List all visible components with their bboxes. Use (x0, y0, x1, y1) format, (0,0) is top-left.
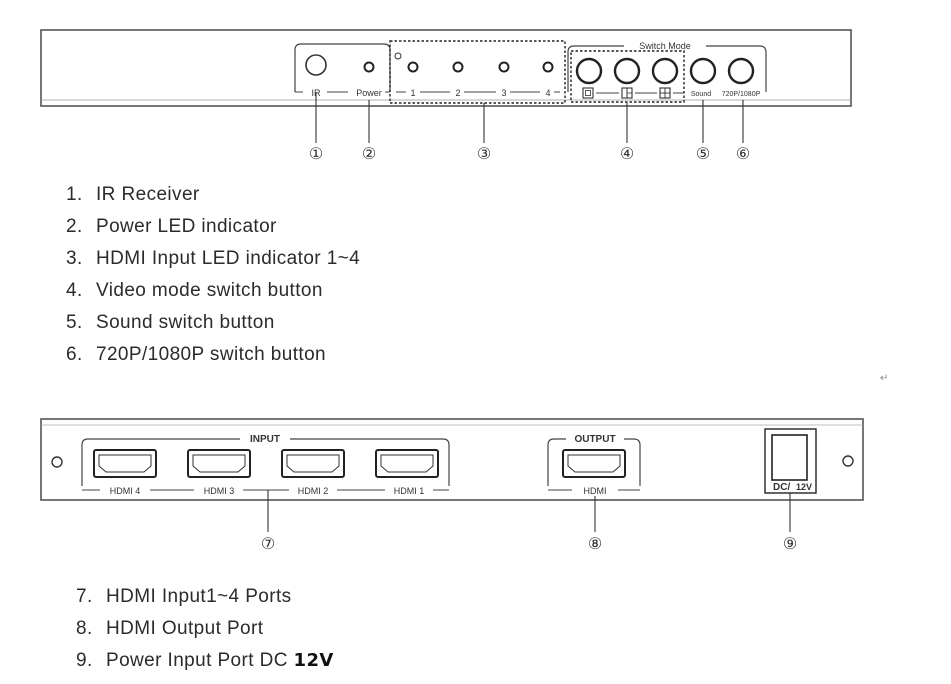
mounting-hole-right (842, 455, 854, 467)
hdmi-input-4-port[interactable] (93, 449, 157, 478)
rear-panel-body (40, 418, 864, 501)
legend-item: 2.Power LED indicator (66, 216, 277, 237)
hdmi-input-3-port[interactable] (187, 449, 251, 478)
split-view-icon (621, 87, 633, 99)
video-mode-button-1[interactable] (575, 57, 603, 85)
legend-item: 4.Video mode switch button (66, 280, 323, 301)
input-led-group (389, 40, 566, 104)
rear-legend: 7.HDMI Input1~4 Ports 8.HDMI Output Port… (76, 581, 334, 677)
power-led (363, 61, 375, 73)
callout-4: ④ (620, 144, 634, 163)
dc-power-port[interactable] (771, 434, 808, 481)
front-panel-body (40, 29, 852, 107)
front-panel: IR Power 1 2 3 4 Switch Mode (40, 29, 852, 163)
resolution-button[interactable] (727, 57, 755, 85)
callout-6: ⑥ (736, 144, 750, 163)
switch-mode-label: Switch Mode (639, 41, 691, 51)
video-mode-button-3[interactable] (651, 57, 679, 85)
legend-item: 7.HDMI Input1~4 Ports (76, 586, 292, 607)
legend-item: 6.720P/1080P switch button (66, 344, 327, 365)
input-led-3 (498, 61, 510, 73)
input-group-label: INPUT (250, 434, 280, 445)
callout-5: ⑤ (696, 144, 710, 163)
legend-item: 1.IR Receiver (66, 184, 200, 205)
video-mode-button-2[interactable] (613, 57, 641, 85)
callout-8: ⑧ (588, 534, 602, 553)
input-led-4 (542, 61, 554, 73)
dc-prefix-label: DC/ (773, 482, 790, 493)
rear-panel: INPUT HDMI 4 HDMI 3 HDMI 2 HDMI 1 OUTPUT (40, 418, 864, 553)
callout-1: ① (309, 144, 323, 163)
hdmi-3-label: HDMI 3 (204, 486, 235, 496)
sound-label: Sound (691, 91, 711, 98)
led-4-label: 4 (545, 88, 550, 98)
output-group-label: OUTPUT (574, 434, 615, 445)
hdmi-input-1-port[interactable] (375, 449, 439, 478)
sound-button[interactable] (689, 57, 717, 85)
hdmi-1-label: HDMI 1 (394, 486, 425, 496)
input-led-1 (407, 61, 419, 73)
power-label: Power (356, 88, 382, 98)
mounting-hole-left (51, 456, 63, 468)
callout-2: ② (362, 144, 376, 163)
callout-9: ⑨ (783, 534, 797, 553)
callout-7: ⑦ (261, 534, 275, 553)
led-2-label: 2 (455, 88, 460, 98)
dc-voltage-label: 12V (796, 482, 812, 492)
legend-item: 3.HDMI Input LED indicator 1~4 (66, 248, 361, 269)
callout-3: ③ (477, 144, 491, 163)
led-3-label: 3 (501, 88, 506, 98)
hdmi-2-label: HDMI 2 (298, 486, 329, 496)
legend-item: 5.Sound switch button (66, 312, 275, 333)
ir-receiver (305, 54, 327, 76)
return-mark: ↵ (880, 373, 889, 384)
single-view-icon (582, 87, 594, 99)
front-legend: 1.IR Receiver 2.Power LED indicator 3.HD… (66, 179, 360, 371)
legend-item: 8.HDMI Output Port (76, 618, 264, 639)
hdmi-output-port[interactable] (562, 449, 626, 478)
hdmi-output-label: HDMI (584, 486, 607, 496)
hdmi-input-2-port[interactable] (281, 449, 345, 478)
input-led-2 (452, 61, 464, 73)
led-1-label: 1 (410, 88, 415, 98)
quad-view-icon (659, 87, 671, 99)
legend-item: 9.Power Input Port DC 12V (76, 650, 334, 671)
resolution-label: 720P/1080P (722, 91, 761, 98)
hdmi-4-label: HDMI 4 (110, 486, 141, 496)
